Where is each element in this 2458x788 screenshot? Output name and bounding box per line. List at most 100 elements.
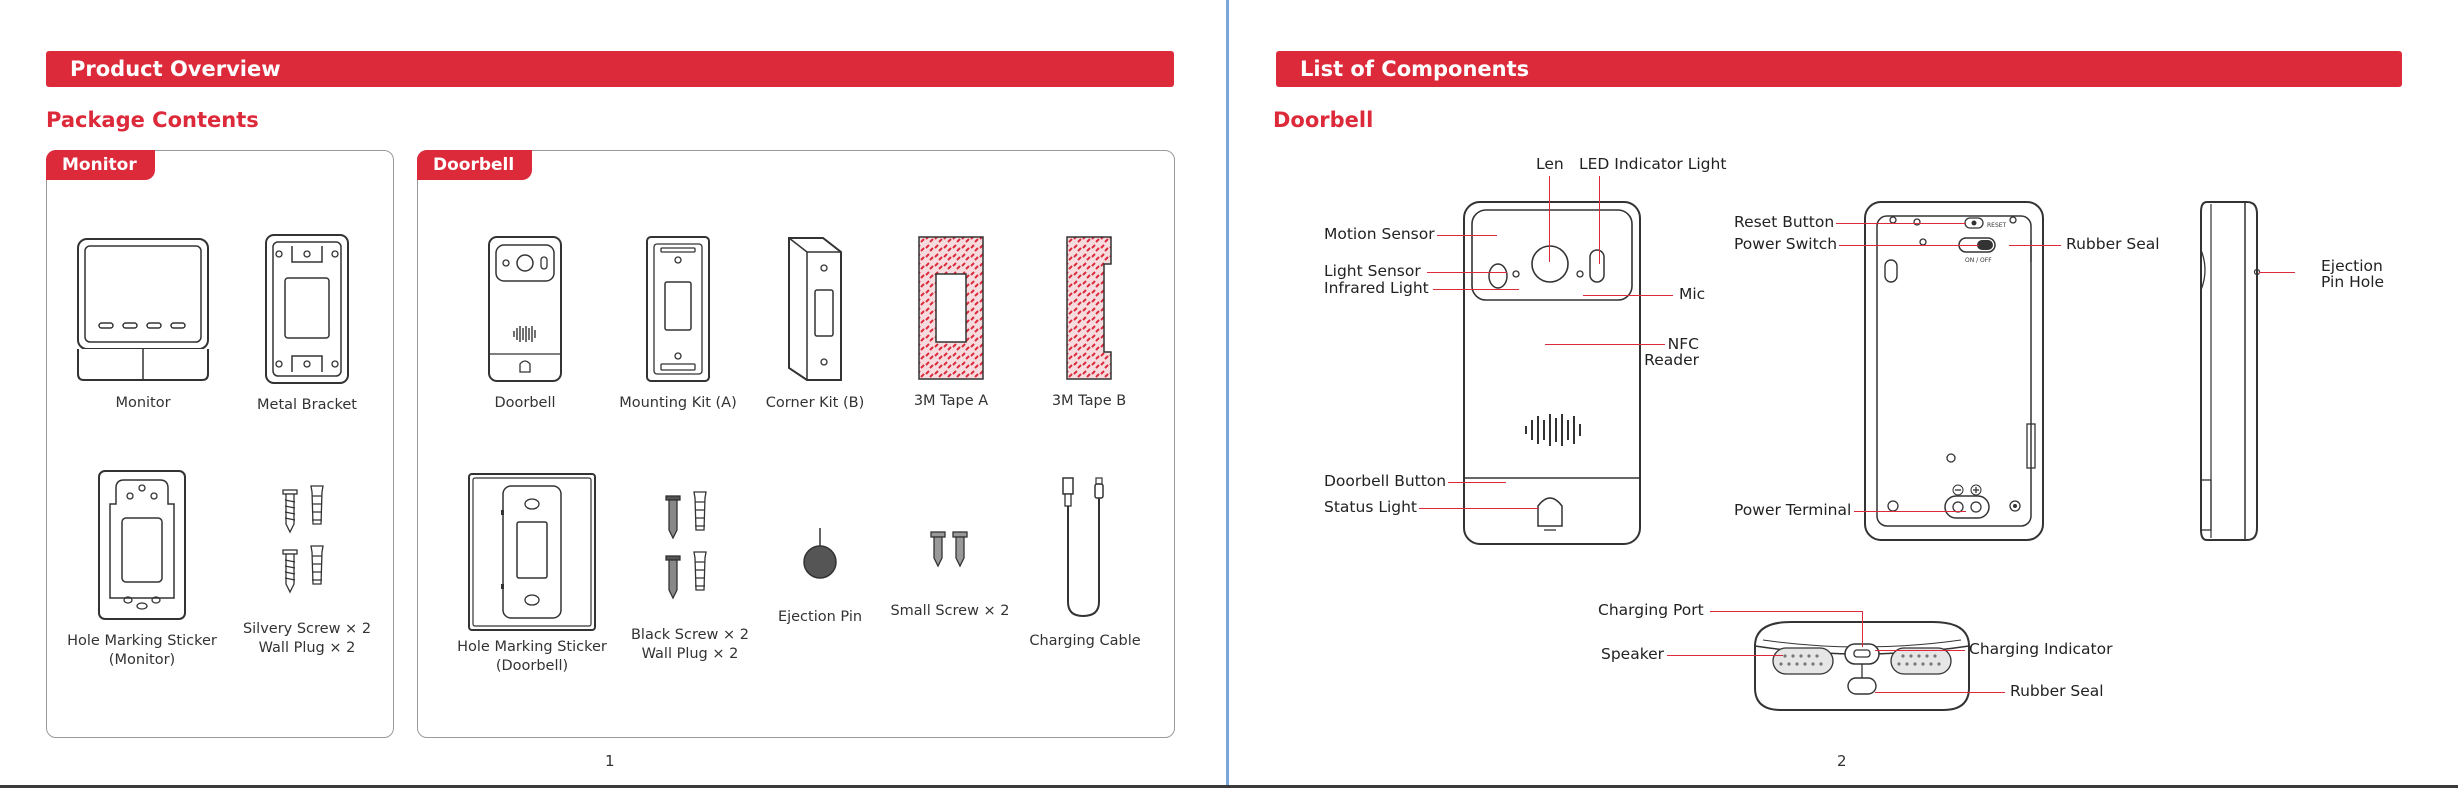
item-mounting-kit-a: Mounting Kit (A) bbox=[610, 234, 746, 413]
leader-line bbox=[1437, 235, 1497, 237]
doorbell-tab: Doorbell bbox=[417, 150, 533, 180]
leader-line bbox=[2009, 245, 2061, 247]
screw-icon bbox=[282, 485, 324, 594]
doorbell-panel: Doorbell bbox=[417, 150, 1175, 738]
label-charging-port: Charging Port bbox=[1598, 601, 1704, 619]
label-len: Len bbox=[1536, 155, 1564, 173]
doorbell-bottom-view bbox=[1754, 621, 1970, 711]
label-led-indicator: LED Indicator Light bbox=[1579, 155, 1727, 173]
item-caption: Monitor bbox=[115, 395, 171, 411]
monitor-icon bbox=[77, 238, 209, 381]
item-corner-kit-b: Corner Kit (B) bbox=[750, 234, 880, 413]
leader-line bbox=[1875, 650, 1965, 652]
banner-title: List of Components bbox=[1300, 57, 1530, 81]
doorbell-back-view: RESET ON / OFF bbox=[1864, 201, 2044, 541]
item-3m-tape-b: 3M Tape B bbox=[1024, 234, 1154, 411]
doorbell-icon bbox=[488, 236, 562, 382]
item-caption: Doorbell bbox=[494, 395, 556, 411]
page-1: Product Overview Package Contents Monito… bbox=[0, 0, 1225, 788]
leader-line bbox=[1545, 344, 1665, 346]
leader-line bbox=[1448, 482, 1506, 484]
doorbell-front-view bbox=[1463, 201, 1641, 545]
item-caption: Small Screw × 2 bbox=[890, 603, 1010, 619]
leader-line bbox=[1583, 295, 1673, 297]
item-caption: Metal Bracket bbox=[257, 397, 357, 413]
hole-marking-sticker-icon bbox=[468, 473, 596, 631]
item-caption: 3M Tape A bbox=[913, 393, 989, 409]
label-power-switch: Power Switch bbox=[1734, 235, 1838, 253]
label-ejection: Ejection bbox=[2321, 257, 2383, 275]
monitor-tab: Monitor bbox=[46, 150, 155, 180]
item-hole-marking-sticker-monitor: Hole Marking Sticker(Monitor) bbox=[64, 468, 220, 670]
label-charging-indicator: Charging Indicator bbox=[1969, 640, 2113, 658]
item-caption: Hole Marking Sticker(Doorbell) bbox=[457, 639, 607, 674]
tape-b-icon bbox=[1066, 236, 1112, 380]
reset-tiny-label: RESET bbox=[1987, 222, 2007, 229]
item-caption: Hole Marking Sticker(Monitor) bbox=[67, 633, 217, 668]
corner-kit-icon bbox=[788, 237, 842, 381]
leader-line bbox=[1875, 692, 2005, 694]
doorbell-side-view bbox=[2200, 201, 2261, 541]
screw-icon bbox=[930, 531, 968, 568]
leader-line bbox=[1839, 245, 1979, 247]
item-caption: Corner Kit (B) bbox=[765, 395, 865, 411]
leader-line bbox=[1433, 289, 1519, 291]
page-bottom-border bbox=[0, 785, 2458, 788]
label-rubber-seal-top: Rubber Seal bbox=[2066, 235, 2160, 253]
page-number: 1 bbox=[605, 752, 615, 770]
leader-line bbox=[1710, 611, 1863, 613]
banner-title: Product Overview bbox=[70, 57, 281, 81]
leader-line bbox=[1667, 655, 1783, 657]
leader-line bbox=[2259, 272, 2295, 274]
item-caption: Charging Cable bbox=[1029, 633, 1141, 649]
page-2: List of Components Doorbell Len LED Indi… bbox=[1229, 0, 2458, 788]
section-banner: List of Components bbox=[1276, 51, 2402, 87]
label-reset-button: Reset Button bbox=[1734, 213, 1835, 231]
monitor-panel: Monitor bbox=[46, 150, 394, 738]
onoff-tiny-label: ON / OFF bbox=[1965, 257, 1992, 264]
label-rubber-seal-bottom: Rubber Seal bbox=[2010, 682, 2104, 700]
item-ejection-pin: Ejection Pin bbox=[760, 526, 880, 627]
item-3m-tape-a: 3M Tape A bbox=[886, 234, 1016, 411]
item-small-screw: Small Screw × 2 bbox=[880, 528, 1020, 621]
leader-line bbox=[1427, 272, 1507, 274]
tape-a-icon bbox=[918, 236, 984, 380]
label-pin-hole: Pin Hole bbox=[2321, 273, 2385, 291]
item-monitor: Monitor bbox=[68, 236, 218, 413]
leader-line bbox=[1599, 176, 1601, 264]
screw-icon bbox=[665, 491, 707, 600]
item-metal-bracket: Metal Bracket bbox=[232, 232, 382, 415]
leader-line bbox=[1836, 223, 1966, 225]
item-doorbell: Doorbell bbox=[460, 234, 590, 413]
ejection-pin-icon bbox=[803, 528, 837, 579]
label-motion-sensor: Motion Sensor bbox=[1324, 225, 1435, 243]
page-number: 2 bbox=[1837, 752, 1847, 770]
leader-line bbox=[1549, 176, 1551, 262]
item-caption: 3M Tape B bbox=[1051, 393, 1127, 409]
leader-line bbox=[1854, 511, 1966, 513]
label-nfc-reader: Reader bbox=[1644, 351, 1699, 369]
label-status-light: Status Light bbox=[1324, 498, 1417, 516]
leader-line bbox=[1862, 611, 1864, 647]
label-power-terminal: Power Terminal bbox=[1734, 501, 1852, 519]
leader-line bbox=[1419, 508, 1539, 510]
page-divider bbox=[1226, 0, 1229, 788]
label-infrared-light: Infrared Light bbox=[1324, 279, 1429, 297]
item-caption: Mounting Kit (A) bbox=[619, 395, 737, 411]
mounting-kit-icon bbox=[646, 236, 710, 382]
item-hole-marking-sticker-doorbell: Hole Marking Sticker(Doorbell) bbox=[452, 472, 612, 676]
label-doorbell-button: Doorbell Button bbox=[1324, 472, 1447, 490]
charging-cable-icon bbox=[1062, 477, 1104, 618]
label-nfc: NFC bbox=[1667, 335, 1699, 353]
label-speaker: Speaker bbox=[1601, 645, 1665, 663]
section-subtitle: Doorbell bbox=[1273, 108, 1374, 132]
section-subtitle: Package Contents bbox=[46, 108, 259, 132]
label-light-sensor: Light Sensor bbox=[1324, 262, 1421, 280]
label-mic: Mic bbox=[1679, 285, 1706, 303]
hole-marking-sticker-icon bbox=[98, 470, 186, 620]
item-charging-cable: Charging Cable bbox=[1020, 474, 1150, 651]
